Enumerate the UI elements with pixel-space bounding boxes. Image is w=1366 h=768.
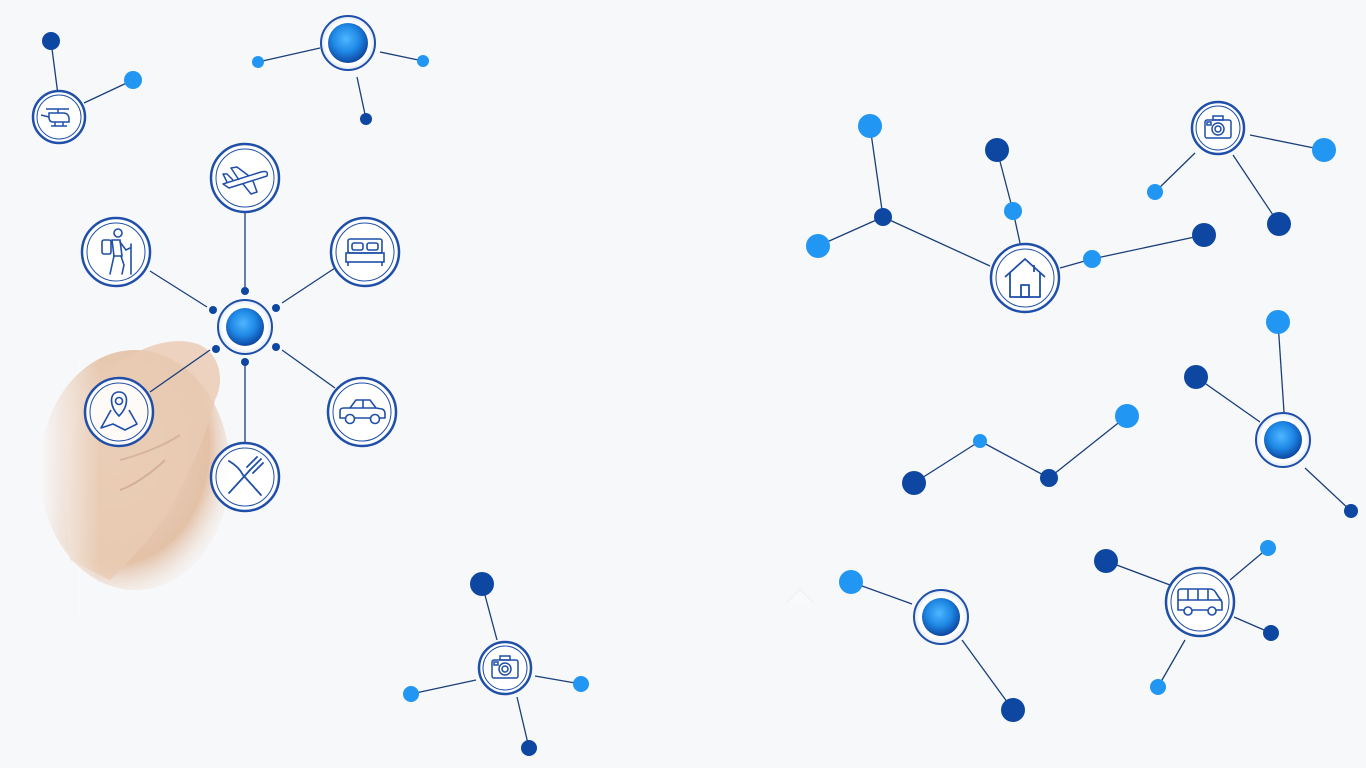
orb-node [1255,412,1311,468]
orb-node [320,15,376,71]
watermark-logo [785,587,815,604]
camera-icon [477,640,533,696]
helicopter-icon [31,89,87,145]
map-pin-icon [83,376,155,448]
connection-lines [50,40,1352,749]
van-icon [1164,566,1236,638]
hiker-icon [80,216,152,288]
orb-node [913,589,969,645]
camera-icon [1190,100,1246,156]
orb-node [217,299,273,355]
bed-icon [329,216,401,288]
car-icon [326,376,398,448]
house-icon [989,242,1061,314]
network-dots [42,32,1358,756]
cutlery-icon [209,441,281,513]
airplane-icon [209,142,281,214]
